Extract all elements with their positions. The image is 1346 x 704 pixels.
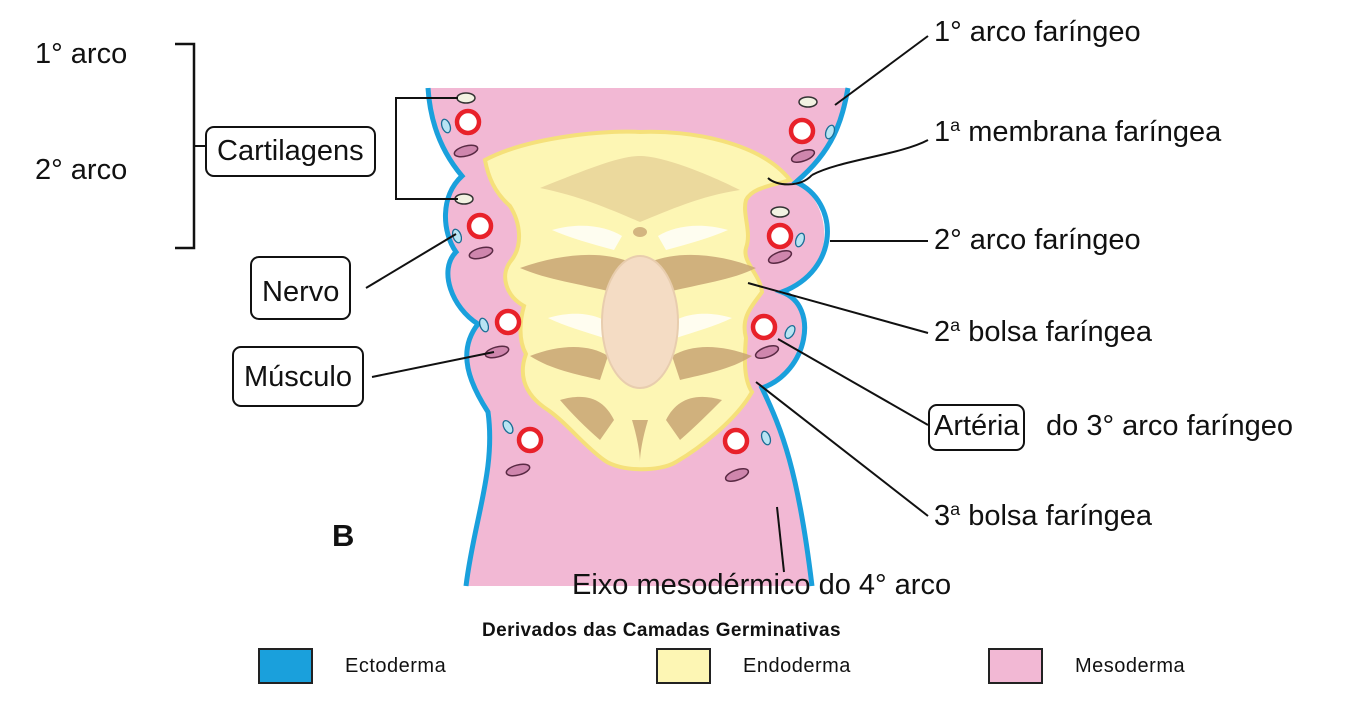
pouch-3-text: bolsa faríngea: [968, 500, 1152, 532]
arch-bracket: [175, 44, 194, 248]
arteria-description: do 3° arco faríngeo: [1046, 412, 1293, 441]
legend-item-ectoderma: Ectoderma: [258, 648, 446, 684]
membrane-1-superscript: a: [950, 115, 960, 135]
artery-mark: [753, 316, 775, 338]
legend-title: Derivados das Camadas Germinativas: [482, 621, 841, 640]
arteria-label: Artéria: [928, 404, 1025, 451]
pouch-3-superscript: a: [950, 499, 960, 519]
ectoderma-label: Ectoderma: [345, 655, 446, 678]
musculo-label: Músculo: [232, 346, 364, 407]
central-oval: [602, 256, 678, 388]
membrane-1-number: 1: [934, 116, 950, 148]
pouch-2-text: bolsa faríngea: [968, 316, 1152, 348]
ectoderma-swatch: [258, 648, 313, 684]
mesoderma-label: Mesoderma: [1075, 655, 1185, 678]
nervo-label: Nervo: [250, 256, 351, 320]
arch-1-label: 1° arco: [35, 40, 127, 69]
cartilagens-label: Cartilagens: [205, 126, 376, 177]
legend-item-mesoderma: Mesoderma: [988, 648, 1185, 684]
panel-letter: B: [332, 520, 354, 551]
endoderma-label: Endoderma: [743, 655, 851, 678]
arch-2-pharyngeal-label: 2° arco faríngeo: [934, 226, 1141, 255]
cartilage-mark: [457, 93, 475, 103]
membrane-1-text: membrana faríngea: [968, 116, 1221, 148]
artery-mark: [519, 429, 541, 451]
endoderma-swatch: [656, 648, 711, 684]
cartilage-mark: [771, 207, 789, 217]
mesoderma-swatch: [988, 648, 1043, 684]
membrane-1-label: 1a membrana faríngea: [934, 118, 1221, 147]
axis-4-label: Eixo mesodérmico do 4° arco: [572, 571, 951, 600]
artery-mark: [497, 311, 519, 333]
artery-mark: [791, 120, 813, 142]
pouch-3-number: 3: [934, 500, 950, 532]
pouch-2-label: 2a bolsa faríngea: [934, 318, 1152, 347]
pouch-3-label: 3a bolsa faríngea: [934, 502, 1152, 531]
pouch-2-superscript: a: [950, 315, 960, 335]
pouch-2-number: 2: [934, 316, 950, 348]
arch-1-pharyngeal-label: 1° arco faríngeo: [934, 18, 1141, 47]
arch-2-label: 2° arco: [35, 156, 127, 185]
artery-mark: [469, 215, 491, 237]
artery-mark: [725, 430, 747, 452]
legend-item-endoderma: Endoderma: [656, 648, 851, 684]
cartilage-mark: [799, 97, 817, 107]
artery-mark: [457, 111, 479, 133]
artery-mark: [769, 225, 791, 247]
